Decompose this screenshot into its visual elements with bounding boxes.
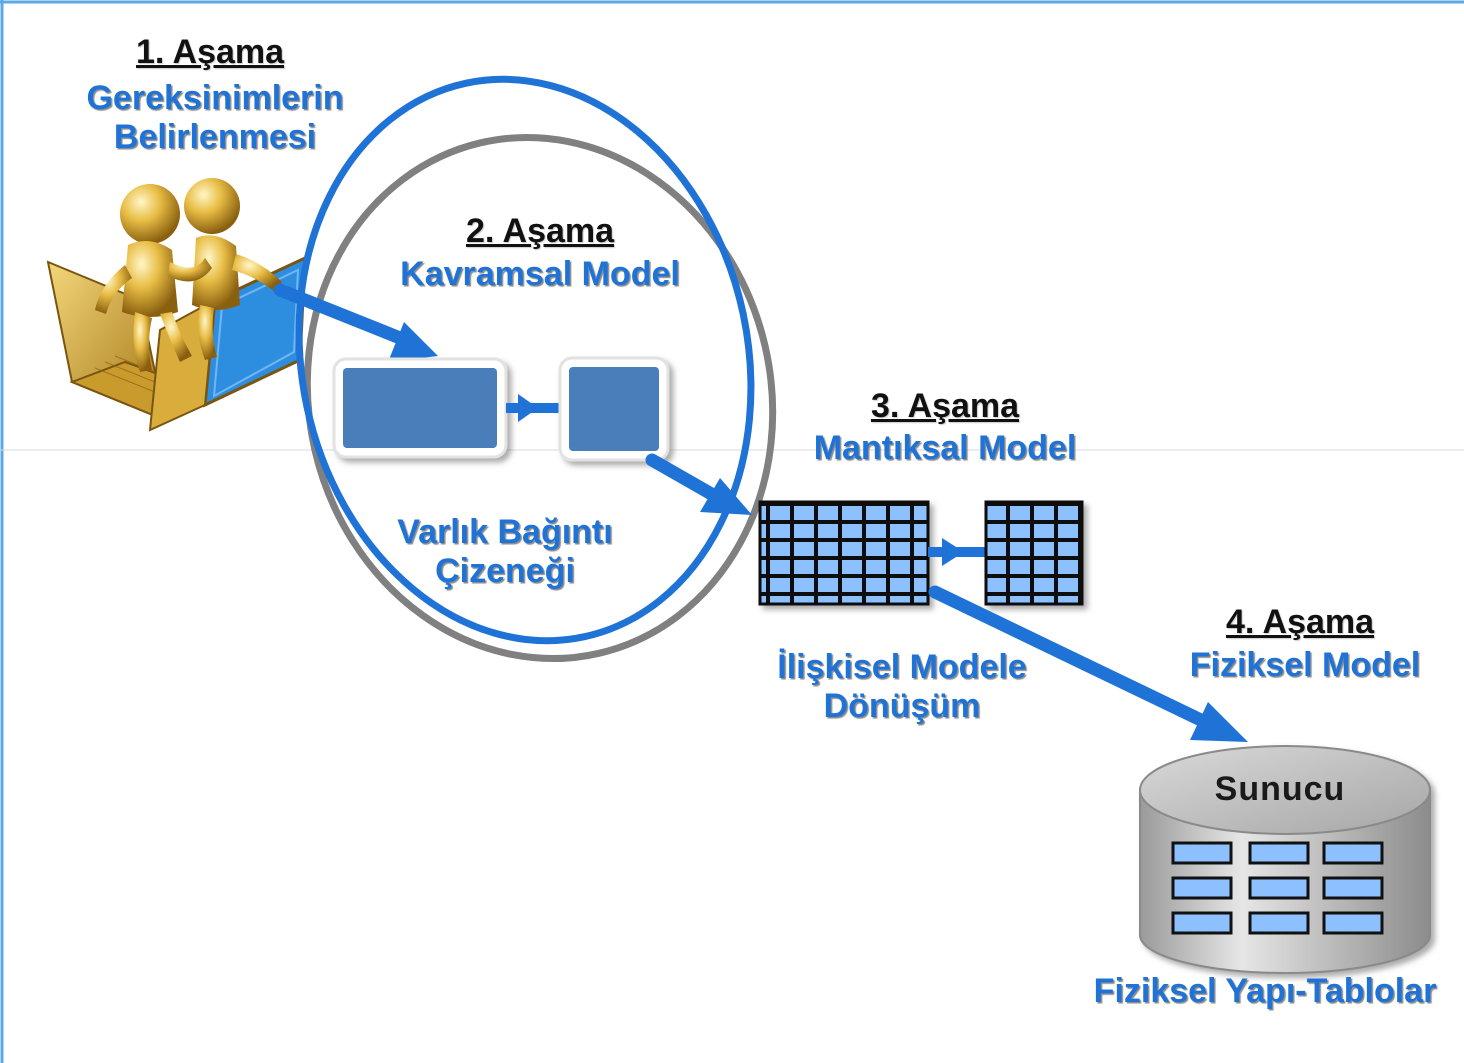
connector-line [506, 394, 562, 422]
relation-table-icon [758, 500, 930, 606]
stage1-line1: Gereksinimlerin [86, 79, 344, 117]
flow-arrow-icon [928, 585, 1248, 742]
stage2-caption: Varlık Bağıntı Çizeneği [355, 513, 655, 591]
gray-outline-ellipse [303, 133, 777, 663]
stage3-caption-line1: İlişkisel Modele [777, 648, 1027, 686]
stage3-caption-line2: Dönüşüm [823, 687, 981, 726]
entity-box-icon [558, 356, 670, 462]
stage2-title: 2. Aşama [465, 212, 615, 250]
stage2-caption-line2: Çizeneği [435, 552, 575, 591]
flow-arrow-icon [645, 453, 752, 515]
server-label: Sunucu [1214, 770, 1346, 808]
stage1-line2: Belirlenmesi [113, 118, 317, 157]
stage3-caption: İlişkisel Modele Dönüşüm [742, 648, 1062, 726]
connector-line [928, 538, 988, 566]
entity-box-icon [332, 357, 508, 459]
stage4-caption: Fiziksel Yapı-Tablolar [1093, 972, 1437, 1010]
server-table-grid [1171, 841, 1384, 935]
stage3-subtitle: Mantıksal Model [813, 429, 1077, 467]
blue-outline-ellipse [295, 75, 755, 645]
people-with-laptops-icon [46, 178, 307, 432]
stage2-subtitle: Kavramsal Model [400, 255, 680, 293]
stage1-description: Gereksinimlerin Belirlenmesi [50, 79, 380, 157]
stage2-caption-line1: Varlık Bağıntı [397, 513, 613, 551]
stage1-title: 1. Aşama [135, 33, 285, 71]
relation-table-icon [984, 500, 1084, 606]
stage3-title: 3. Aşama [870, 387, 1020, 425]
stage4-subtitle: Fiziksel Model [1189, 646, 1421, 684]
flow-arrow-icon [273, 283, 438, 362]
stage4-title: 4. Aşama [1225, 603, 1375, 641]
